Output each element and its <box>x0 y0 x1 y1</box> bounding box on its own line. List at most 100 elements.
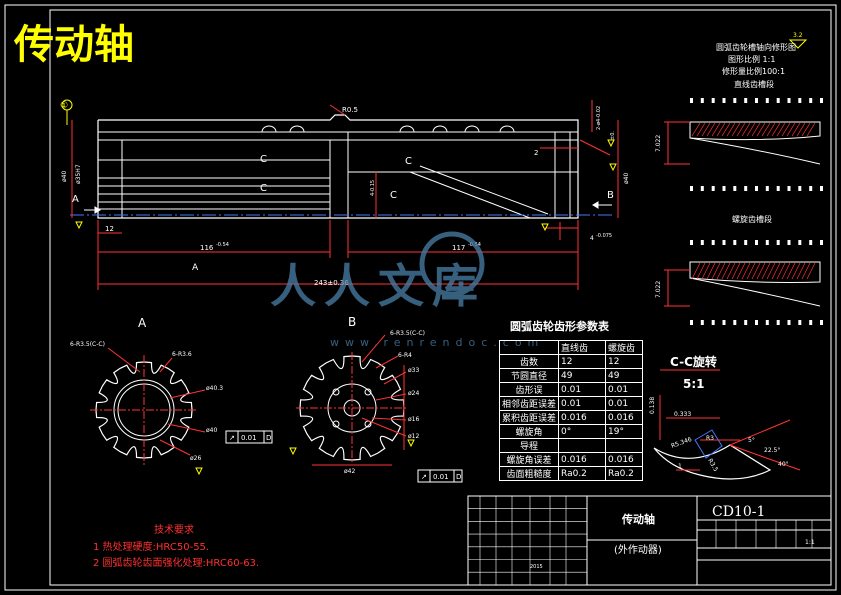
tick-mark <box>700 98 704 103</box>
hatch-line <box>721 122 731 137</box>
hatch-line <box>756 262 766 280</box>
hatch-line <box>766 122 776 137</box>
tb-scale: 1:1 <box>805 539 815 546</box>
cc-label-3: C <box>405 156 412 167</box>
hatch-line <box>756 122 766 137</box>
dim-fit-left: ø35H7 <box>75 164 82 184</box>
tb-left-grid <box>468 496 587 585</box>
hatch-line <box>796 122 806 137</box>
leader-a-1 <box>107 347 141 373</box>
tick-mark <box>776 240 780 245</box>
a-note-2: 6-R3.6 <box>172 351 192 358</box>
section-b-hole-3 <box>332 420 340 428</box>
section-b-hole-2 <box>364 388 372 396</box>
hatch-line <box>736 262 746 280</box>
title-block <box>467 495 832 586</box>
param-label-cell: 相邻齿距误差 <box>498 396 560 411</box>
tick-mark <box>765 240 769 245</box>
hatch-line <box>751 122 761 137</box>
hatch-line <box>731 122 741 137</box>
tb-assembly: (外作动器) <box>614 544 662 556</box>
a-roughness <box>195 467 203 476</box>
tick-mark <box>820 186 823 191</box>
dim-d40-right: ø40 <box>623 173 630 184</box>
tick-mark <box>690 320 693 325</box>
tick-mark <box>733 240 737 245</box>
dim-4: 4 <box>590 235 594 242</box>
dim-a: A <box>192 263 199 273</box>
section-a-view: A 6-R3.5(C-C) 6-R3.6 ø40.3 ø40 ø26 ↗ 0.0… <box>70 316 273 476</box>
tech-requirements: 技术要求 1 热处理硬度:HRC50-55. 2 圆弧齿轮齿面强化处理:HRC6… <box>93 523 259 569</box>
hatch-line <box>691 262 701 280</box>
datum-label: ① <box>60 101 68 111</box>
cc-dim-r3: R3 <box>706 435 714 442</box>
tick-mark <box>820 240 823 245</box>
b-tol-symbol: ↗ <box>421 473 427 481</box>
section-b-hole-1 <box>332 388 340 396</box>
cc-title: C-C旋转 <box>670 354 717 369</box>
param-value-cell <box>605 438 644 453</box>
tick-mark <box>787 98 791 103</box>
hatch-line <box>806 262 816 280</box>
hatch-line <box>761 122 771 137</box>
tb-right-grid <box>715 520 813 548</box>
b-roughness-2 <box>407 439 415 448</box>
param-value-cell: 螺旋齿 <box>605 340 644 355</box>
dim-117: 117 <box>452 244 465 252</box>
dim-total: 243±0.36 <box>314 279 349 287</box>
title-block-frame <box>467 495 832 586</box>
hatch-line <box>726 122 736 137</box>
hatch-line <box>801 262 811 280</box>
a-tol-symbol: ↗ <box>229 434 235 442</box>
roughness-symbol-4 <box>541 223 549 232</box>
leader-a-5 <box>159 439 191 456</box>
b-tol-frame <box>417 469 463 483</box>
hatch-line <box>736 122 746 137</box>
tb-drawing-no: CD10-1 <box>712 504 765 520</box>
watermark-url: www.renrendoc.com <box>330 336 544 349</box>
tech-req-title: 技术要求 <box>154 523 194 536</box>
cc-dim-0138: 0.138 <box>649 397 656 414</box>
mod-line-4: 直线齿槽段 <box>734 79 774 89</box>
param-value-cell: Ra0.2 <box>558 466 607 481</box>
leader-b-6 <box>361 417 407 437</box>
b-tol-ref: D <box>456 473 461 481</box>
hatch-line <box>786 262 796 280</box>
hatch-line <box>786 122 796 137</box>
hatch-line <box>766 262 776 280</box>
section-b-title: B <box>348 315 356 329</box>
tick-row-top <box>690 98 823 103</box>
tick-mark <box>722 186 726 191</box>
tick-mark <box>690 186 693 191</box>
tick-mark <box>765 98 769 103</box>
global-roughness-symbol <box>788 39 808 49</box>
section-b-view: B 6-R3.5(C-C) 6-R4 ø33 ø24 ø16 ø12 ø42 <box>289 315 463 483</box>
hatch-line <box>711 262 721 280</box>
leader-b-3 <box>383 371 407 385</box>
shaft-outline <box>97 114 579 219</box>
tick-mark <box>820 320 823 325</box>
hatch-line <box>706 262 716 280</box>
param-value-cell: 0.016 <box>558 410 607 425</box>
b-tol-value: 0.01 <box>433 473 449 481</box>
tick-mark <box>733 186 737 191</box>
tick-mark <box>776 320 780 325</box>
hatch-line <box>701 262 711 280</box>
param-value-cell: 0.01 <box>605 396 644 411</box>
tooth-cutouts <box>261 125 515 133</box>
hatch-line <box>771 262 781 280</box>
param-value-cell: 0.016 <box>605 410 644 425</box>
section-b-hole-4 <box>364 420 372 428</box>
roughness-symbol-3 <box>609 163 617 172</box>
param-value-cell: Ra0.2 <box>605 466 644 481</box>
a-note-3: ø40.3 <box>206 385 223 392</box>
hatch-line <box>781 122 791 137</box>
param-header-row: 直线齿螺旋齿 <box>498 340 644 355</box>
param-label-cell <box>498 340 560 355</box>
param-value-cell <box>558 438 607 453</box>
b-note-2: 6-R4 <box>398 352 412 359</box>
helix-line-1 <box>409 171 531 219</box>
tick-mark <box>700 240 704 245</box>
